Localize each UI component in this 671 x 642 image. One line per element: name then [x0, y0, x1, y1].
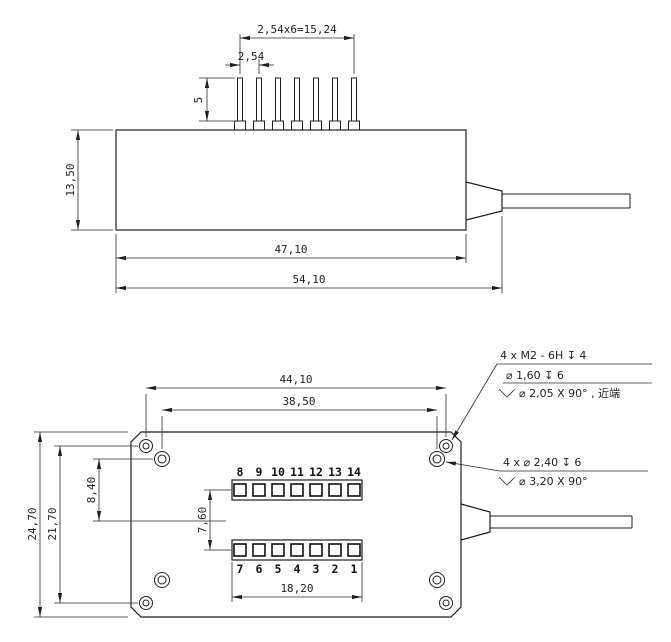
pin-number: 2	[332, 562, 339, 576]
dim-body-length: 47,10	[115, 234, 467, 293]
hole-note-line2: ⌀ 3,20 X 90°	[519, 475, 588, 488]
dim-pin-span-text: 2,54x6=15,24	[257, 23, 337, 36]
dim-body-height: 13,50	[64, 129, 113, 231]
dim-plan-height: 24,70	[26, 431, 128, 618]
side-view-body	[115, 129, 467, 231]
pin-number: 11	[290, 465, 304, 479]
dim-pin-height-text: 5	[192, 97, 205, 104]
corner-mounting-holes	[139, 439, 453, 610]
pin-number: 14	[347, 465, 361, 479]
pin-numbers-top: 8 9 10 11 12 13 14	[237, 465, 361, 479]
dim-body-length-text: 47,10	[274, 243, 307, 256]
thread-note-line2: ⌀ 1,60 ↧ 6	[506, 369, 564, 382]
dim-hole-span-v: 21,70	[46, 445, 138, 604]
dim-hole-span-h-text: 38,50	[282, 395, 315, 408]
pin-number: 9	[256, 465, 263, 479]
dim-pad-span: 18,20	[231, 562, 363, 602]
countersink-icon	[498, 388, 516, 398]
leader-line	[445, 461, 501, 472]
dim-pad-span-text: 18,20	[280, 582, 313, 595]
dim-total-length: 54,10	[116, 216, 503, 293]
leader-line	[451, 363, 498, 441]
pin-number: 5	[275, 562, 282, 576]
pin-numbers-bottom: 7 6 5 4 3 2 1	[237, 562, 358, 576]
dim-pin-height: 5	[192, 77, 235, 122]
dim-row-spacing: 7,60	[196, 489, 231, 551]
pin-number: 10	[271, 465, 285, 479]
thread-note: 4 x M2 - 6H ↧ 4 ⌀ 1,60 ↧ 6 ⌀ 2,05 X 90° …	[451, 349, 652, 441]
dim-body-height-text: 13,50	[64, 163, 77, 196]
fiber-boot-plan	[460, 503, 633, 541]
pin-number: 13	[328, 465, 342, 479]
dim-plan-width-text: 44,10	[279, 373, 312, 386]
pin-array	[234, 77, 360, 131]
dim-pin-span: 2,54x6=15,24	[239, 23, 355, 74]
pin-number: 1	[351, 562, 358, 576]
pin-number: 8	[237, 465, 244, 479]
pad-row-top	[231, 479, 363, 501]
dim-hole-span-h: 38,50	[161, 395, 438, 449]
dim-hole-to-center: 8,40	[85, 458, 226, 522]
hole-note-line1: 4 x ⌀ 2,40 ↧ 6	[503, 456, 581, 469]
pin-number: 3	[313, 562, 320, 576]
dim-total-length-text: 54,10	[292, 273, 325, 286]
fiber-boot-side	[465, 181, 631, 221]
dim-hole-to-center-text: 8,40	[85, 477, 98, 504]
dim-pin-pitch: 2,54	[225, 50, 274, 74]
pin-number: 12	[309, 465, 323, 479]
dim-hole-span-v-text: 21,70	[46, 507, 59, 540]
inset-mounting-holes	[154, 451, 445, 588]
bottom-view: 8 9 10 11 12 13 14 7 6 5 4 3 2 1	[26, 373, 633, 618]
thread-note-line1: 4 x M2 - 6H ↧ 4	[500, 349, 586, 362]
dim-plan-width: 44,10	[145, 373, 447, 437]
dim-plan-height-text: 24,70	[26, 507, 39, 540]
dim-pin-pitch-text: 2,54	[238, 50, 265, 63]
thread-note-line3: ⌀ 2,05 X 90° , 近端	[519, 387, 620, 400]
countersink-icon	[498, 476, 516, 486]
pin-number: 7	[237, 562, 244, 576]
hole-note: 4 x ⌀ 2,40 ↧ 6 ⌀ 3,20 X 90°	[445, 456, 648, 488]
pin-number: 4	[294, 562, 301, 576]
pin-number: 6	[256, 562, 263, 576]
dim-row-spacing-text: 7,60	[196, 507, 209, 534]
pad-row-bottom	[231, 539, 363, 561]
top-view: 2,54x6=15,24 2,54 5 13,50 47	[64, 23, 631, 293]
